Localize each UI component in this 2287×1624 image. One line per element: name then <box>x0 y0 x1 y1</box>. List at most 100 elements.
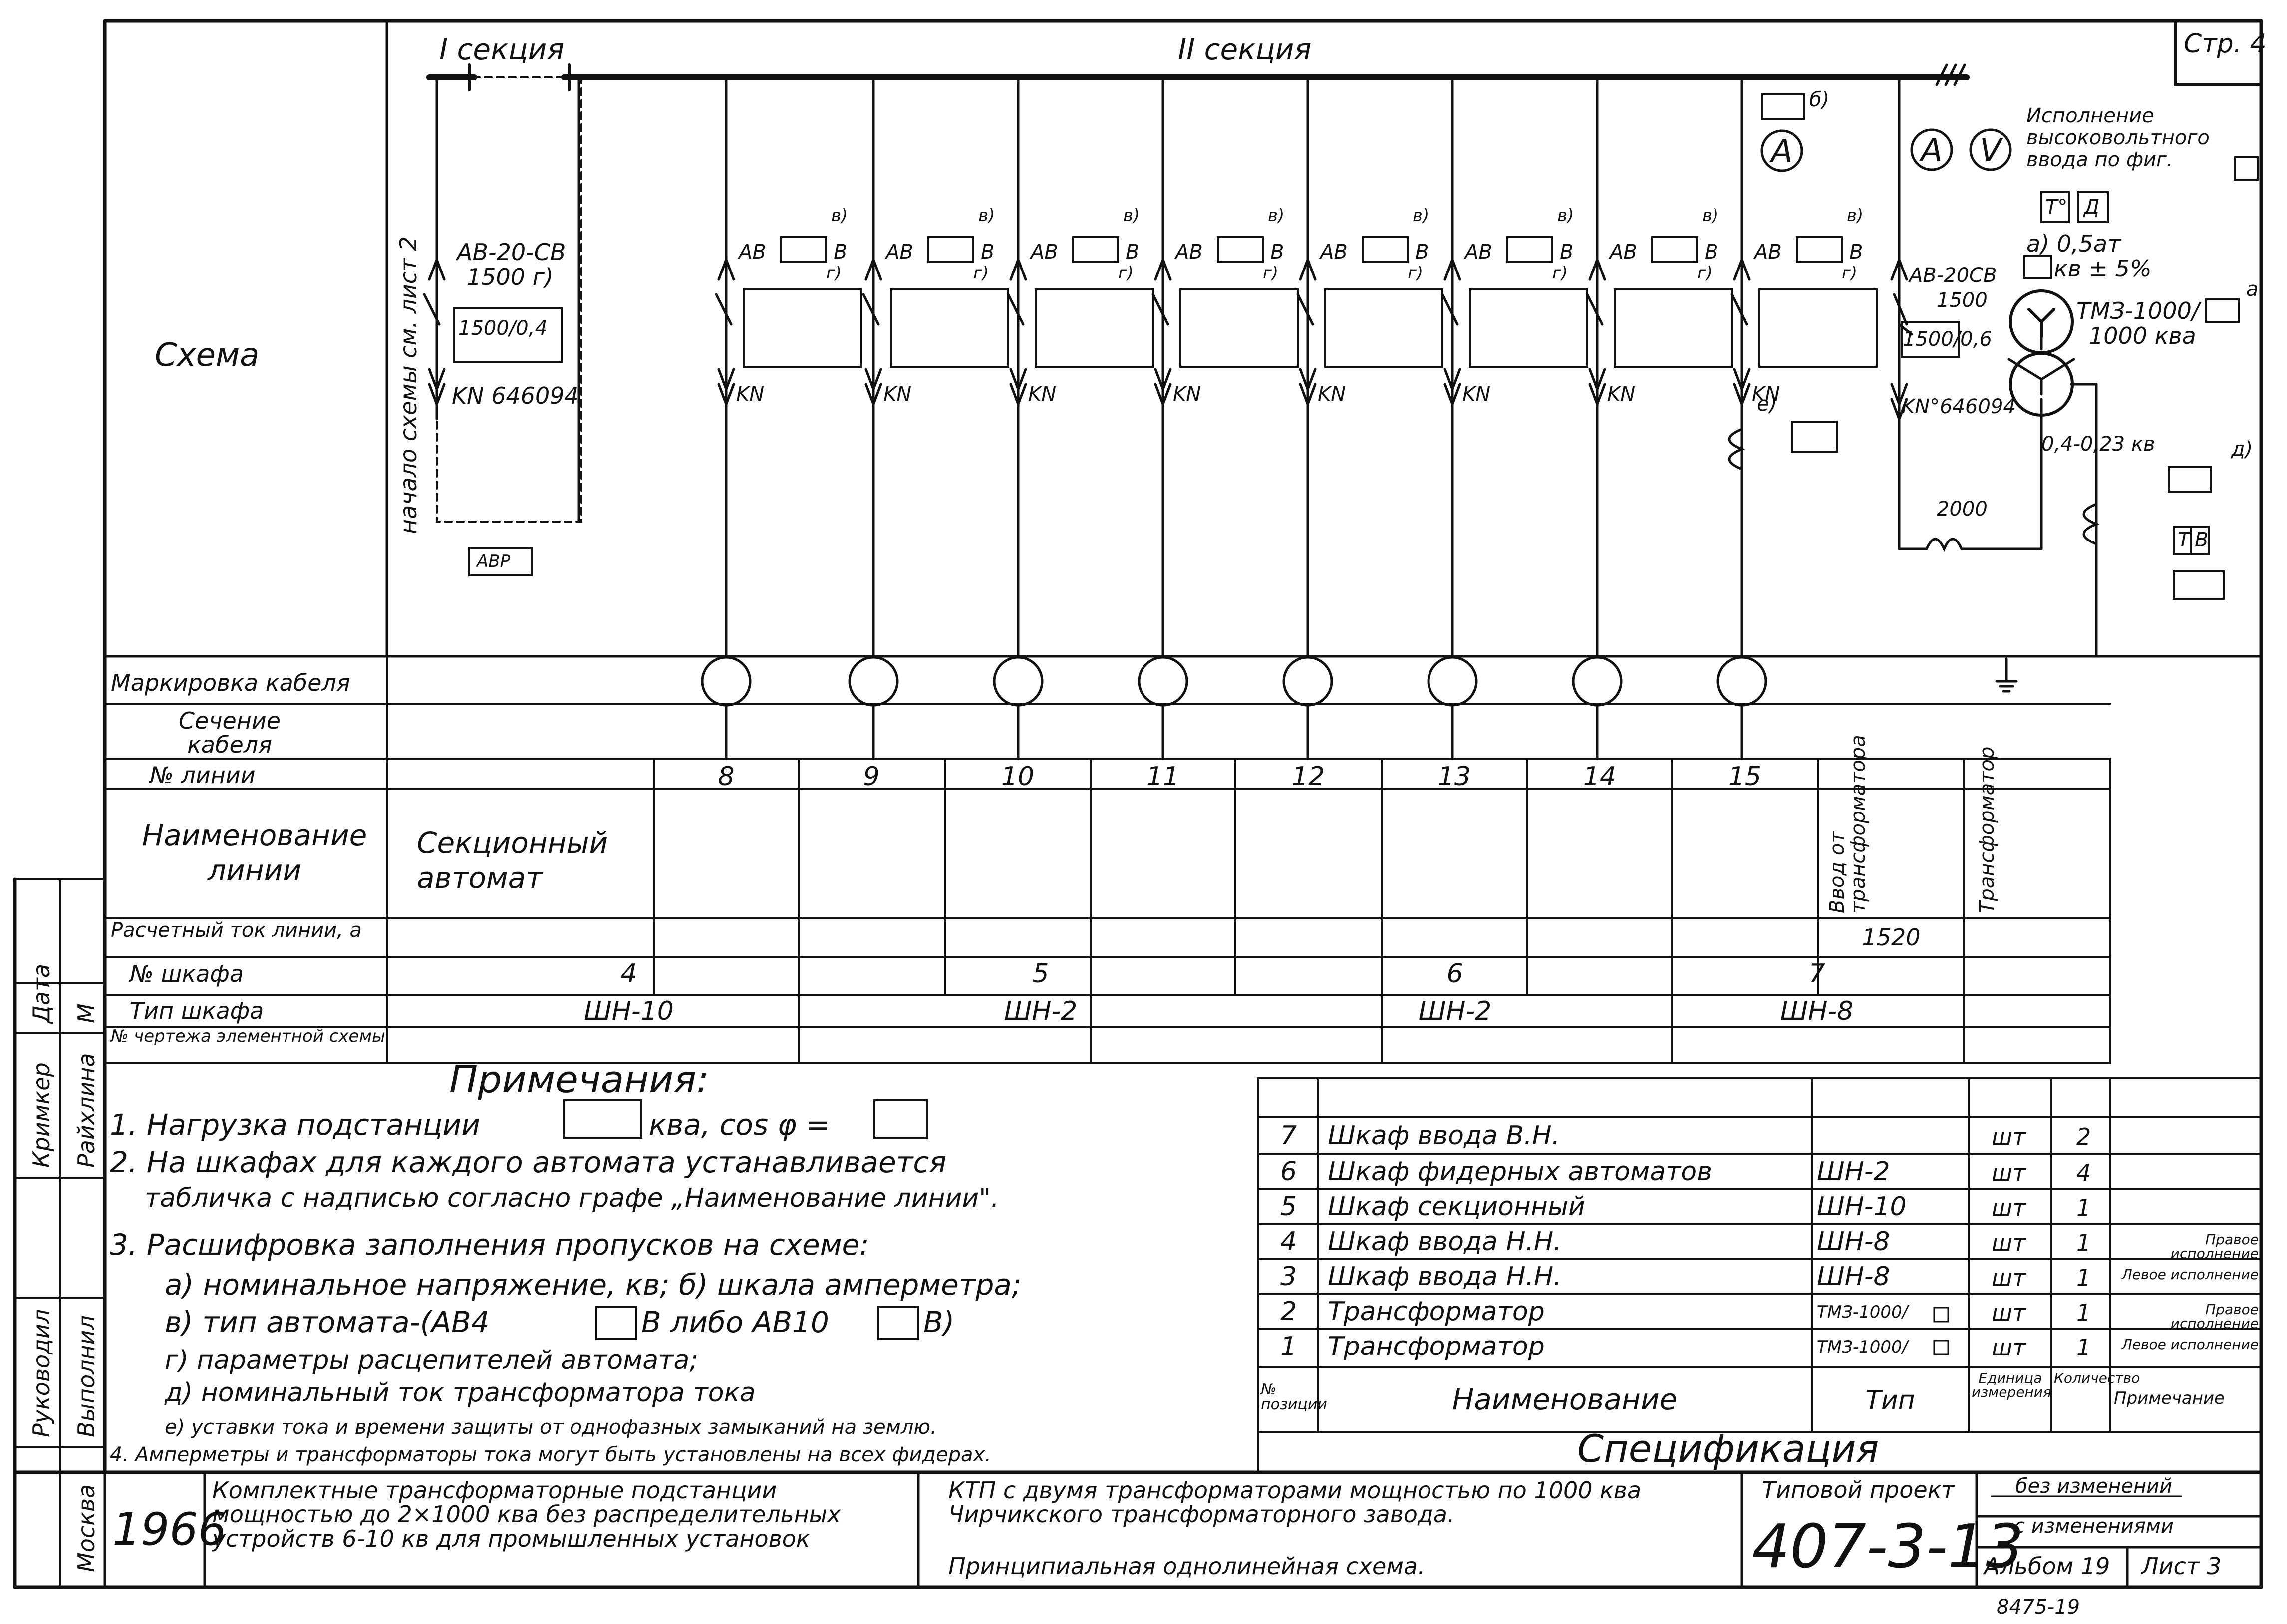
secondary-voltage: 0,4-0,23 кв <box>2041 433 2155 456</box>
sect-breaker-name: Секционный автомат <box>417 826 608 895</box>
trans-blank-box <box>2205 298 2240 323</box>
feeder-ab-label: АВ <box>1754 241 1782 264</box>
note-3e: е) уставки тока и времени защиты от одно… <box>165 1416 937 1439</box>
feeder-disconnect-bottom <box>1733 368 1751 393</box>
feeder-breaker-contact <box>1730 293 1748 326</box>
note-3b2: В либо АВ10 <box>641 1305 829 1339</box>
feeder-kn-label: KN <box>1462 383 1491 406</box>
feeder-relay-box <box>890 288 1009 368</box>
page-number: Стр. 4 <box>2184 29 2267 59</box>
side-header-supervised: Руководил <box>28 1309 55 1437</box>
title-description: Комплектные трансформаторные подстанции … <box>212 1477 841 1552</box>
label-cabinet-no: № шкафа <box>130 960 244 987</box>
spec-name-4: Шкаф ввода Н.Н. <box>1328 1227 1562 1257</box>
spec-header-type: Тип <box>1865 1385 1915 1415</box>
feeder-disconnect-bottom <box>1588 383 1606 408</box>
voltmeter-symbol <box>1969 128 2012 171</box>
schema-borders <box>103 19 2263 658</box>
feeder-type-box <box>1217 236 1264 263</box>
feeder-ab-label: АВ <box>1320 241 1348 264</box>
line-number-10: 10 <box>1001 762 1035 792</box>
feeder-disconnect-bottom <box>717 368 735 393</box>
voltage-a-label: а) 0,5ат <box>2026 230 2121 257</box>
blank-box-e <box>1791 421 1838 453</box>
feeder-breaker-contact <box>1441 293 1459 326</box>
cabinet-no-6: 6 <box>1446 959 1463 989</box>
feeder-disconnect-bottom <box>864 368 882 393</box>
mark-d: д) <box>2231 438 2253 461</box>
spec-qty-2: 1 <box>2076 1299 2091 1326</box>
fig-blank-box <box>2234 156 2259 181</box>
cable-marking-circle <box>993 656 1044 707</box>
feeder-disconnect-top <box>1443 256 1461 281</box>
avr-box <box>468 547 533 576</box>
transformer-type: ТМЗ-1000/ <box>2076 297 2200 324</box>
spec-pos-2: 2 <box>1280 1297 1297 1327</box>
spec-header-unit: Единица измерения <box>1972 1370 2051 1400</box>
feeder-current-transformer <box>1728 428 1745 471</box>
feeder-mark-v: в) <box>1123 206 1140 226</box>
spec-header-pos: № позиции <box>1261 1381 1327 1413</box>
load-blank-box <box>563 1099 642 1139</box>
mark-b: б) <box>1809 88 1830 111</box>
transformer-power: 1000 ква <box>2089 322 2196 349</box>
transformer-type-mark: а <box>2246 278 2259 301</box>
feeder-type-box <box>1362 236 1409 263</box>
tv-blank-box <box>2173 570 2225 600</box>
note-4: 4. Амперметры и трансформаторы тока могу… <box>110 1443 991 1466</box>
spec-note-2: Правое исполнение <box>2170 1301 2259 1332</box>
feeder-type-box <box>1072 236 1119 263</box>
line-number-11: 11 <box>1146 762 1180 792</box>
notes-title: Примечания: <box>449 1057 709 1101</box>
spec-unit-7: шт <box>1992 1123 2026 1150</box>
winding-symbols <box>2027 308 2055 338</box>
spec-unit-3: шт <box>1992 1264 2026 1291</box>
page-box <box>2174 19 2263 86</box>
sheet-ref-note: начало схемы см. лист 2 <box>395 236 422 534</box>
feeder-mark-v: в) <box>1702 206 1719 226</box>
feeder-ab-label: АВ <box>1175 241 1203 264</box>
note-3c: г) параметры расцепителей автомата; <box>165 1346 698 1375</box>
cable-marking-circle <box>1572 656 1623 707</box>
cable-marking-circle <box>1282 656 1333 707</box>
line-number-13: 13 <box>1437 762 1471 792</box>
spec-type-2: ТМЗ-1000/ <box>1817 1302 1908 1322</box>
cable-marking-circle <box>1138 656 1188 707</box>
side-strip-grid <box>14 878 106 1588</box>
cabinet-type-5: ШН-2 <box>1004 996 1078 1026</box>
note-1b: ква, cos φ = <box>649 1108 830 1142</box>
d-box <box>2077 191 2109 223</box>
spec-type-6: ШН-2 <box>1817 1157 1890 1187</box>
feeder-type-box <box>1506 236 1553 263</box>
side-n: М <box>73 1003 100 1023</box>
ct2-label: 2000 <box>1937 498 1988 521</box>
sheet-number: Лист 3 <box>2141 1553 2222 1580</box>
feeder-breaker-contact <box>715 293 733 326</box>
feeder-relay-box <box>1758 288 1878 368</box>
spec-qty-5: 1 <box>2076 1194 2091 1221</box>
note-3a: а) номинальное напряжение, кв; б) шкала … <box>165 1268 1022 1302</box>
note-3b1: в) тип автомата-(АВ4 <box>165 1305 490 1339</box>
feeder-mark-g: г) <box>1408 263 1424 283</box>
spec-pos-4: 4 <box>1280 1227 1297 1257</box>
label-drawing-no: № чертежа элементной схемы <box>111 1026 385 1046</box>
feeder-mark-v: в) <box>831 206 848 226</box>
section-2-label: II секция <box>1178 32 1312 66</box>
feeder-relay-box <box>1035 288 1154 368</box>
feeder-mark-g: г) <box>1118 263 1134 283</box>
feeder-disconnect-bottom <box>1733 383 1751 408</box>
label-current: Расчетный ток линии, а <box>111 919 362 942</box>
side-moscow: Москва <box>73 1484 100 1572</box>
feeder-disconnect-top <box>1299 256 1317 281</box>
spec-unit-2: шт <box>1992 1299 2026 1326</box>
sect-breaker-type: АВ-20-СВ <box>457 239 566 266</box>
input-wiring <box>1890 76 2100 693</box>
feeder-breaker-contact <box>1151 293 1169 326</box>
feeder-breaker-contact <box>1007 293 1025 326</box>
input-line-name: Ввод от трансформатора <box>1826 735 1870 913</box>
spec-qty-4: 1 <box>2076 1229 2091 1256</box>
d-box-label: Д <box>2084 196 2100 219</box>
spec-qty-3: 1 <box>2076 1264 2091 1291</box>
line-number-14: 14 <box>1583 762 1617 792</box>
